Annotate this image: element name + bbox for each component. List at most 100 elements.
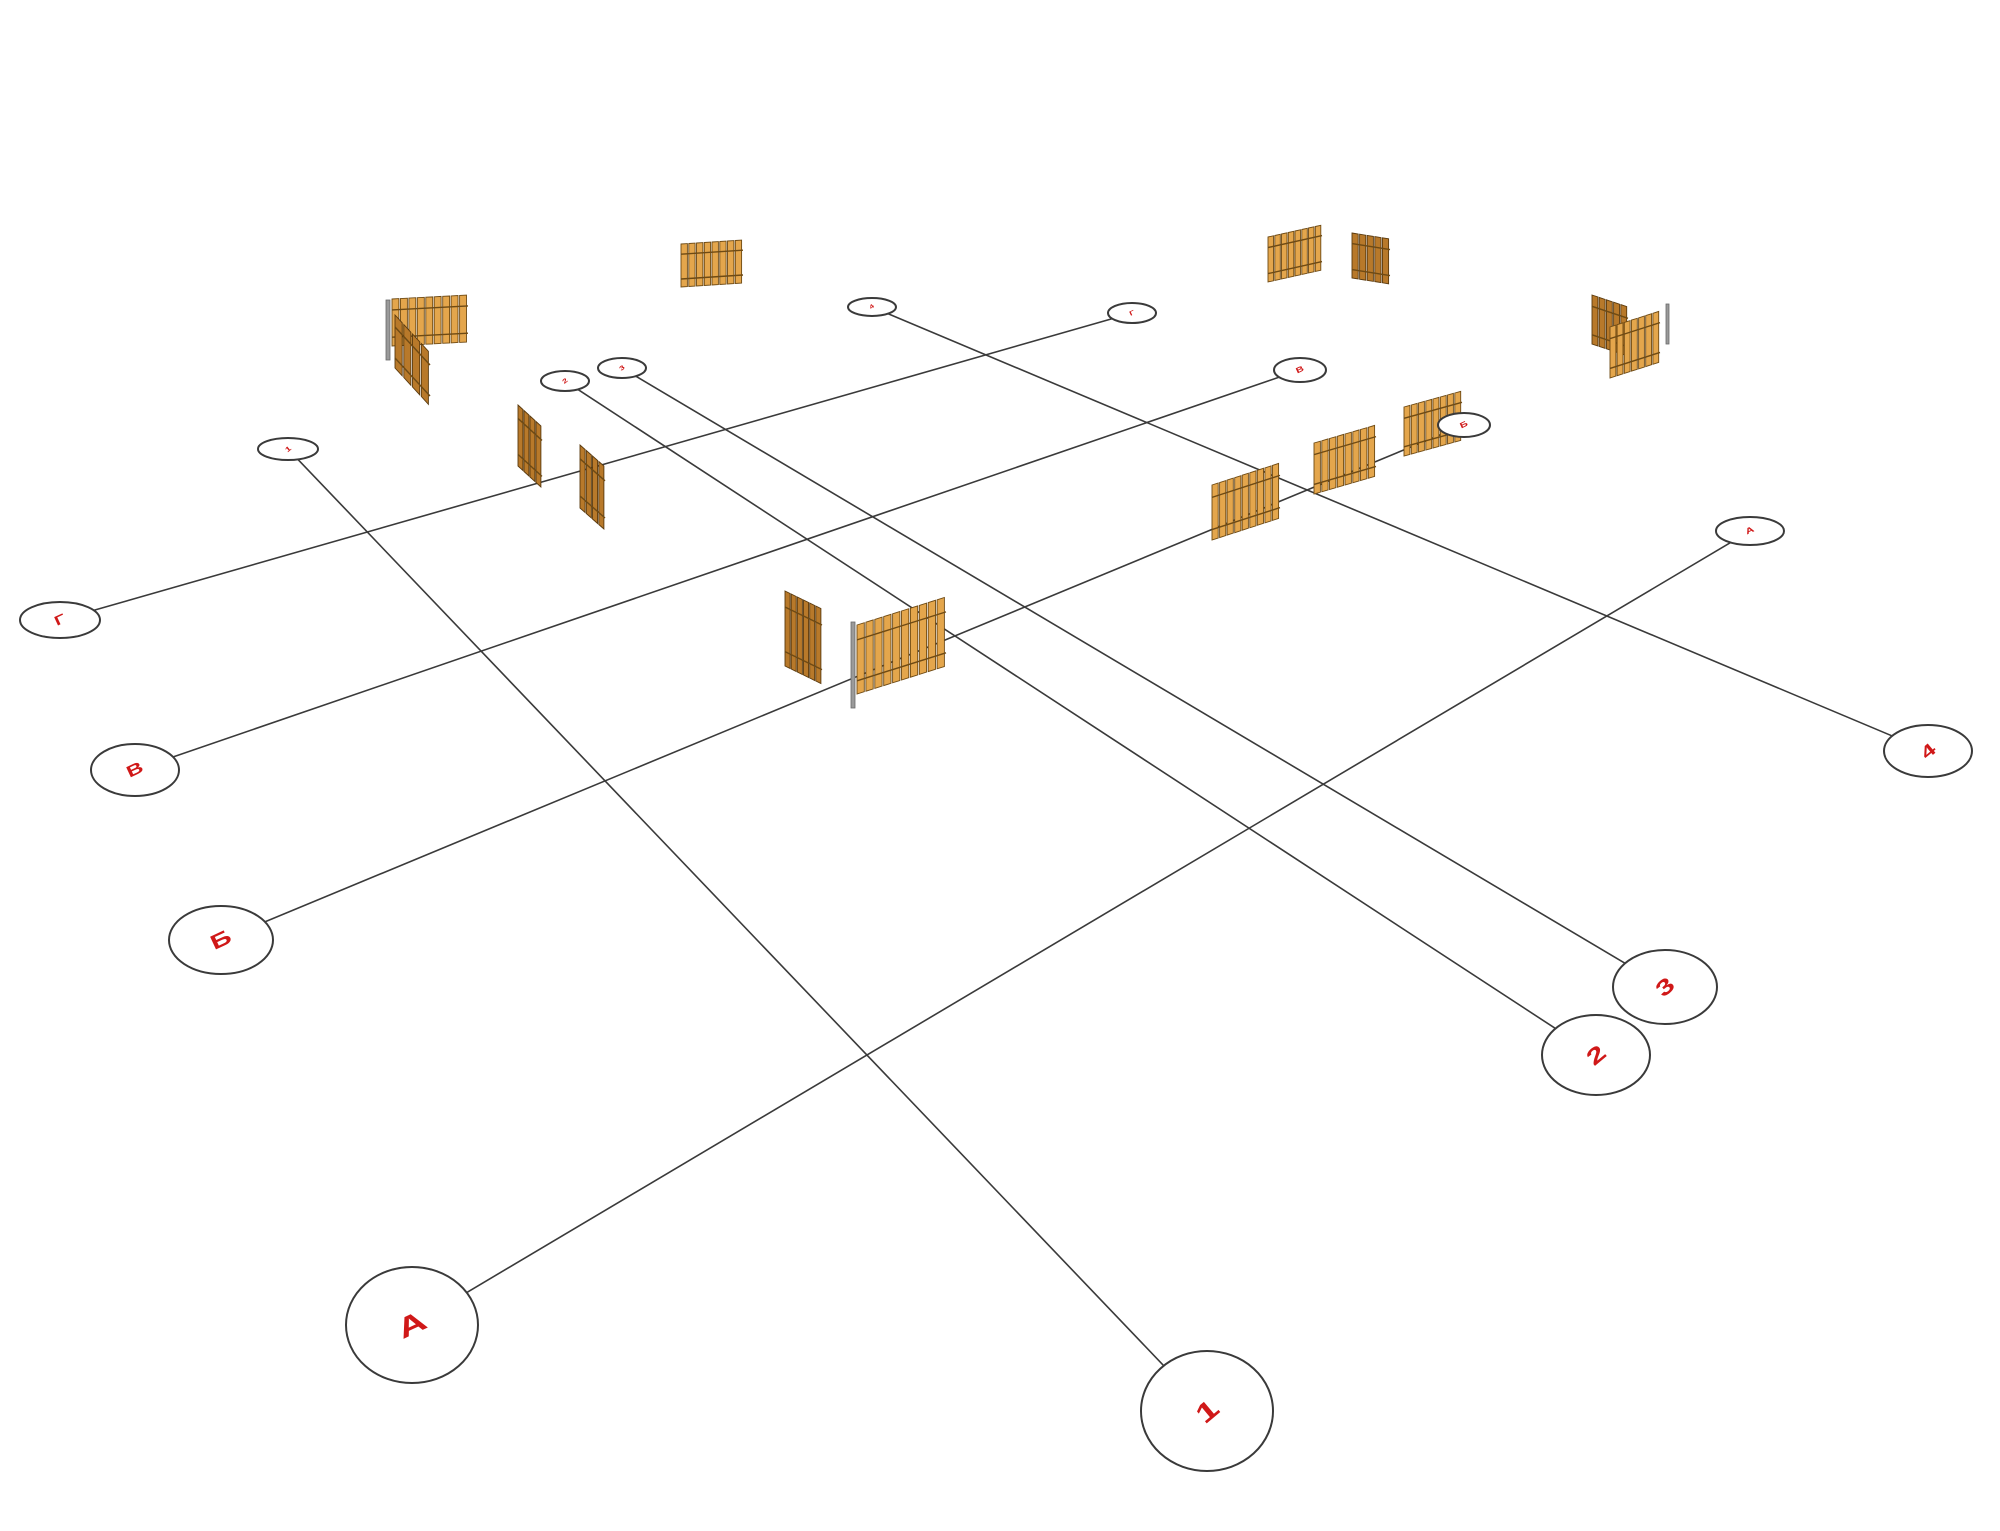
fence-board bbox=[1267, 235, 1274, 283]
fence-panel bbox=[1211, 462, 1281, 541]
fence-rail bbox=[1313, 465, 1377, 486]
fence-board bbox=[412, 332, 421, 396]
fence-board bbox=[734, 239, 743, 284]
fence-panels bbox=[385, 224, 1670, 709]
grid-line-3 bbox=[629, 371, 1636, 970]
bubble-ellipse bbox=[597, 357, 647, 379]
fence-board bbox=[809, 602, 816, 682]
fence-board bbox=[918, 602, 928, 676]
grid-line-V bbox=[158, 372, 1291, 763]
fence-rail bbox=[1609, 351, 1661, 370]
fence-board bbox=[1425, 398, 1433, 451]
fence-board bbox=[1256, 467, 1264, 526]
fence-board bbox=[394, 313, 403, 377]
fence-rail bbox=[1591, 305, 1629, 319]
fence-rail bbox=[391, 305, 469, 311]
fence-board bbox=[790, 593, 797, 673]
fence-board bbox=[927, 599, 936, 673]
fence-rail bbox=[517, 417, 543, 441]
fence-board bbox=[1234, 475, 1242, 534]
grid-lines bbox=[76, 309, 1906, 1371]
axis-bubble-A-near: А bbox=[345, 1266, 479, 1384]
fence-board bbox=[936, 596, 945, 670]
fence-board bbox=[803, 599, 810, 679]
bubble-ellipse bbox=[1273, 357, 1327, 383]
fence-board bbox=[1616, 322, 1624, 377]
fence-board bbox=[1226, 477, 1234, 536]
fence-board bbox=[1219, 479, 1227, 539]
fence-rail bbox=[680, 274, 744, 280]
bubble-ellipse bbox=[19, 601, 101, 639]
fence-board bbox=[1645, 313, 1653, 368]
fence-board bbox=[1609, 324, 1617, 379]
fence-board bbox=[696, 242, 704, 287]
fence-board bbox=[1281, 232, 1288, 280]
bubble-ellipse bbox=[90, 743, 180, 797]
fence-rail bbox=[579, 495, 606, 519]
axis-bubble-2-near: 2 bbox=[1541, 1014, 1651, 1096]
bubble-ellipse bbox=[257, 437, 319, 461]
fence-board bbox=[680, 243, 688, 288]
fence-board bbox=[1367, 424, 1376, 479]
fence-board bbox=[1359, 233, 1367, 281]
bubble-ellipse bbox=[1715, 516, 1785, 546]
fence-board bbox=[1241, 472, 1249, 531]
fence-rail bbox=[1267, 260, 1323, 275]
fence-board bbox=[1336, 433, 1345, 488]
fence-board bbox=[529, 414, 536, 483]
bubble-ellipse bbox=[847, 297, 897, 317]
fence-board bbox=[425, 296, 434, 345]
fence-rail bbox=[1267, 234, 1323, 249]
fence-panel bbox=[579, 444, 606, 530]
fence-board bbox=[1418, 400, 1425, 453]
grid-line-2 bbox=[572, 385, 1565, 1035]
fence-board bbox=[1351, 232, 1359, 280]
fence-panel bbox=[680, 239, 744, 288]
fence-rail bbox=[579, 458, 606, 482]
metal-post bbox=[850, 621, 856, 709]
fence-board bbox=[711, 241, 719, 286]
fence-board bbox=[1264, 465, 1272, 524]
fence-board bbox=[1301, 227, 1308, 276]
metal-post bbox=[385, 299, 391, 361]
fence-board bbox=[442, 295, 451, 344]
axis-bubble-2-far: 2 bbox=[540, 370, 590, 392]
fence-board bbox=[727, 240, 735, 285]
fence-board bbox=[1591, 294, 1599, 347]
fence-board bbox=[433, 295, 442, 345]
fence-board bbox=[1274, 233, 1281, 282]
fence-board bbox=[719, 240, 727, 285]
axis-bubble-V-near: В bbox=[90, 743, 180, 797]
fence-board bbox=[1211, 482, 1219, 541]
fence-board bbox=[796, 596, 803, 676]
fence-panel bbox=[1267, 224, 1323, 283]
fence-board bbox=[1308, 226, 1315, 274]
fence-panel bbox=[394, 313, 431, 406]
fence-board bbox=[688, 242, 696, 287]
fence-rail bbox=[1609, 321, 1661, 340]
fence-board bbox=[585, 449, 592, 519]
fence-board bbox=[856, 622, 865, 695]
axis-label: 4 bbox=[868, 303, 875, 310]
fence-rail bbox=[1351, 242, 1391, 251]
fence-panel bbox=[784, 590, 823, 685]
fence-panel bbox=[1313, 424, 1377, 495]
axis-label: В bbox=[124, 758, 147, 781]
fence-board bbox=[909, 605, 919, 678]
axis-label: 1 bbox=[283, 444, 293, 454]
bubble-ellipse bbox=[1541, 1014, 1651, 1096]
fence-rail bbox=[394, 326, 431, 366]
fence-panel bbox=[1351, 232, 1391, 285]
fence-rail bbox=[856, 611, 947, 641]
fence-rail bbox=[1403, 401, 1463, 419]
bubble-ellipse bbox=[1140, 1350, 1274, 1472]
fence-board bbox=[1403, 404, 1411, 457]
fence-board bbox=[1314, 224, 1322, 273]
fence-rail bbox=[784, 650, 823, 671]
axis-label: Г bbox=[1128, 308, 1136, 317]
fence-rail bbox=[394, 357, 431, 397]
fence-board bbox=[1598, 296, 1606, 350]
fence-board bbox=[1344, 431, 1352, 486]
fence-board bbox=[1287, 230, 1295, 279]
